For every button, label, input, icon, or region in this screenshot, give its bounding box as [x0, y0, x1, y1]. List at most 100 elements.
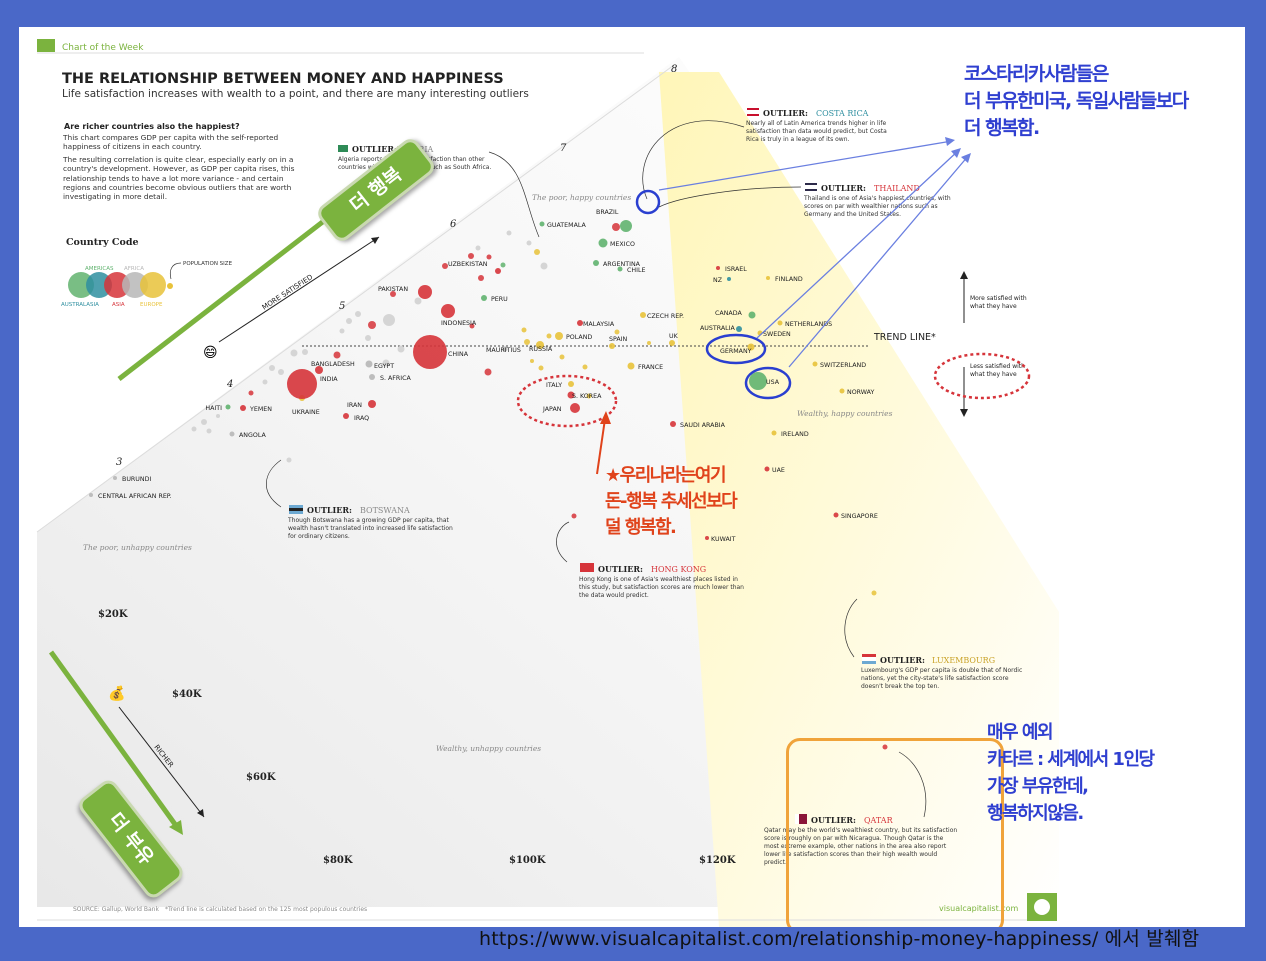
usa-arrow	[788, 154, 970, 368]
point-singapore	[833, 512, 839, 518]
label-uk: UK	[669, 333, 679, 340]
costa-rica-note: 코스타리카사람들은 더 부유한미국, 독일사람들보다 더 행복함.	[964, 63, 1189, 139]
label-kuwait: KUWAIT	[711, 536, 736, 543]
point-iran	[368, 400, 376, 408]
point-central-african-rep-	[89, 493, 93, 497]
unlabeled-point	[216, 414, 220, 418]
svg-text:LUXEMBOURG: LUXEMBOURG	[932, 656, 995, 665]
unlabeled-point	[390, 291, 396, 297]
trend-line: TREND LINE*	[302, 271, 968, 417]
label-nz: NZ	[713, 277, 723, 284]
svg-text:OUTLIER:: OUTLIER:	[763, 108, 808, 118]
unlabeled-point	[262, 379, 268, 385]
unlabeled-point	[534, 249, 540, 255]
point-guatemala	[539, 221, 545, 227]
unlabeled-point	[478, 275, 484, 281]
label-mexico: MEXICO	[610, 241, 635, 248]
happy-face-icon: 😄	[203, 345, 218, 361]
label-haiti: HAITI	[205, 405, 222, 412]
costa-rica-arrow	[658, 140, 953, 191]
unlabeled-point	[500, 262, 506, 268]
outlier-costa-rica: OUTLIER: COSTA RICA Nearly all of Latin …	[642, 108, 887, 200]
y-tick-3: 3	[116, 457, 122, 468]
plot-highlight-band	[659, 72, 1059, 927]
label-malaysia: MALAYSIA	[583, 321, 615, 328]
legend-region-circles	[68, 272, 173, 298]
point-angola	[229, 431, 235, 437]
point-chile	[617, 266, 623, 272]
label-yemen: YEMEN	[249, 406, 272, 413]
label-finland: FINLAND	[775, 276, 803, 283]
y-tick-8: 8	[671, 64, 677, 75]
label-iran: IRAN	[347, 402, 362, 409]
label-s-africa: S. AFRICA	[380, 375, 412, 382]
label-usa: USA	[766, 379, 780, 386]
label-mauritius: MAURITIUS	[486, 347, 521, 354]
label-guatemala: GUATEMALA	[547, 222, 587, 229]
label-poland: POLAND	[566, 334, 592, 341]
point-iraq	[343, 413, 349, 419]
label-czech-rep-: CZECH REP.	[647, 313, 684, 320]
unlabeled-point	[302, 349, 308, 355]
point-brazil	[620, 220, 632, 232]
unlabeled-point	[612, 223, 620, 231]
intro-heading: Are richer countries also the happiest?	[64, 122, 240, 131]
data-points	[89, 220, 888, 750]
label-saudi-arabia: SAUDI ARABIA	[680, 422, 726, 429]
label-indonesia: INDONESIA	[441, 320, 477, 327]
label-india: INDIA	[320, 376, 338, 383]
unlabeled-point	[475, 245, 481, 251]
happier-green-arrow	[117, 215, 331, 381]
point-saudi-arabia	[670, 421, 676, 427]
header-tag: Chart of the Week	[62, 43, 144, 53]
unlabeled-point	[540, 262, 548, 270]
label-argentina: ARGENTINA	[603, 261, 641, 268]
label-norway: NORWAY	[847, 389, 874, 396]
y-tick-7: 7	[560, 143, 567, 154]
trend-line-label: TREND LINE*	[873, 332, 936, 343]
point-argentina	[593, 260, 599, 266]
point-haiti	[225, 404, 231, 410]
outlier-hong-kong: OUTLIER: HONG KONG Hong Kong is one of A…	[556, 521, 744, 599]
legend-asia: ASIA	[112, 302, 125, 308]
unlabeled-point	[414, 297, 422, 305]
chart-subtitle: Life satisfaction increases with wealth …	[62, 88, 529, 100]
source-url-caption: https://www.visualcapitalist.com/relatio…	[479, 928, 1200, 950]
unlabeled-point	[248, 390, 254, 396]
label-japan: JAPAN	[542, 406, 562, 413]
point-canada	[748, 311, 756, 319]
outlier-luxembourg: OUTLIER: LUXEMBOURG Luxembourg's GDP per…	[844, 598, 1022, 690]
point-burundi	[113, 476, 117, 480]
above-trend-label: More satisfied with what they have	[970, 295, 1027, 310]
point-france	[627, 362, 635, 370]
unlabeled-point	[290, 349, 298, 357]
point-peru	[481, 295, 487, 301]
svg-text:QATAR: QATAR	[864, 816, 894, 825]
unlabeled-point	[614, 329, 620, 335]
gdp-axis: $20K $40K $60K $80K $100K $120K	[98, 609, 736, 866]
richer-green-arrow	[48, 650, 180, 829]
point-nz	[727, 277, 731, 281]
point-india	[287, 369, 317, 399]
unlabeled-point	[355, 311, 361, 317]
point-italy	[568, 381, 574, 387]
label-italy: ITALY	[546, 382, 562, 389]
satisfaction-axis: 3 4 5 6 7 8	[36, 64, 677, 533]
korea-note: ★우리나라는여기 돈-행복 추세선보다 덜 행복함.	[605, 465, 738, 538]
usa-ring	[744, 366, 792, 400]
unlabeled-point	[538, 365, 544, 371]
point-uae	[764, 466, 770, 472]
unlabeled-point	[559, 354, 565, 360]
unlabeled-point	[206, 428, 212, 434]
unlabeled-point	[571, 513, 577, 519]
svg-text:OUTLIER:: OUTLIER:	[880, 655, 925, 665]
less-satisfied-ring	[933, 352, 1031, 400]
y-tick-5: 5	[339, 301, 345, 312]
unlabeled-point	[582, 364, 588, 370]
legend-africa: AFRICA	[124, 266, 144, 272]
korea-japan-ring	[516, 374, 618, 428]
point-malaysia	[577, 320, 583, 326]
unlabeled-point	[484, 368, 492, 376]
germany-ring	[705, 333, 767, 365]
